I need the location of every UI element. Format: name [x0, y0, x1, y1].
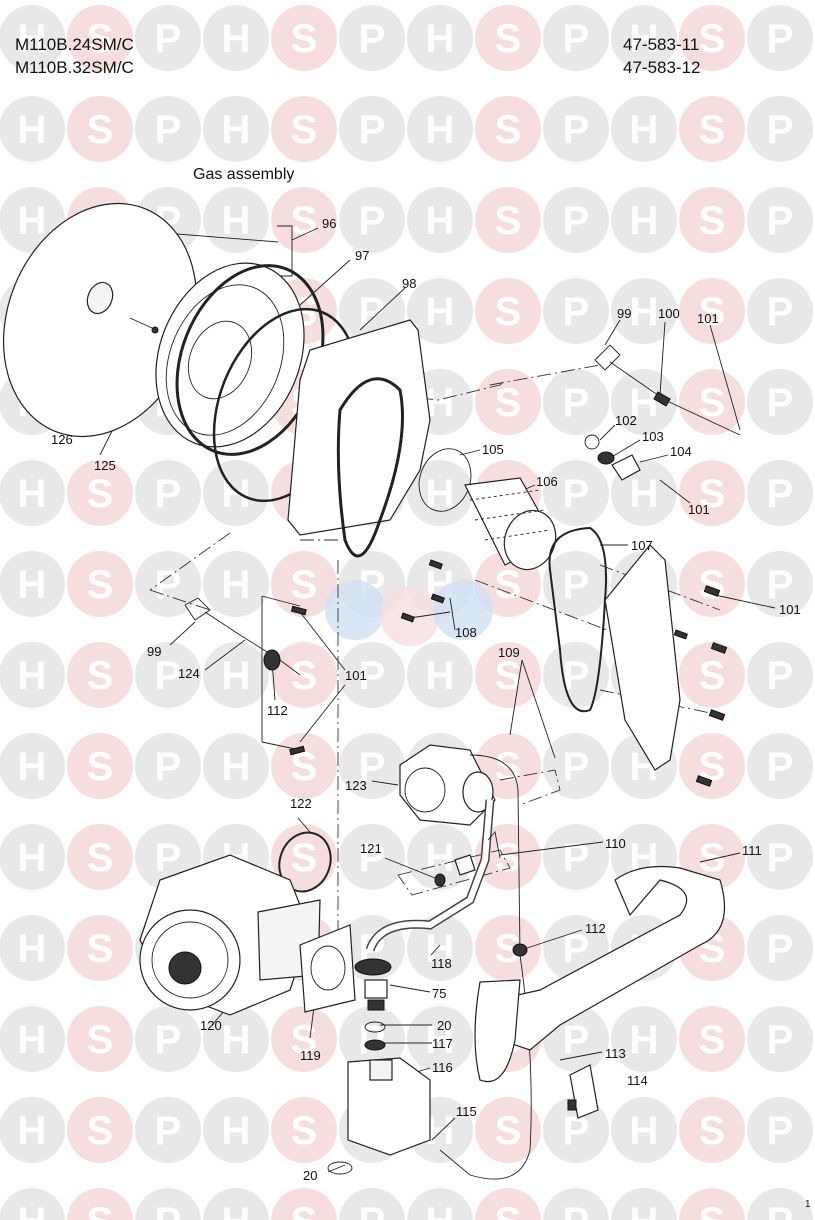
callout-label: 123 — [345, 778, 367, 793]
callout-label: 110 — [605, 836, 626, 851]
callout-label: 118 — [431, 956, 452, 971]
callout-label: 20 — [437, 1018, 451, 1033]
callout-label: 20 — [303, 1168, 317, 1183]
callout-label: 99 — [617, 306, 631, 321]
callout-label: 106 — [536, 474, 558, 489]
callout-label: 124 — [178, 666, 200, 681]
callout-label: 114 — [627, 1073, 648, 1088]
parts-artwork — [2, 202, 741, 1180]
callout-label: 101 — [345, 668, 367, 683]
callout-label: 111 — [742, 843, 762, 858]
callout-label: 100 — [658, 306, 680, 321]
callout-label: 121 — [360, 841, 382, 856]
callout-label: 107 — [631, 538, 653, 553]
diagram-title: Gas assembly — [193, 166, 294, 183]
callout-label: 103 — [642, 429, 664, 444]
callout-label: 116 — [432, 1060, 453, 1075]
part-callouts: 96 97 98 99 100 101 126 125 102 103 104 … — [51, 216, 801, 1183]
callout-label: 97 — [355, 248, 369, 263]
callout-label: 126 — [51, 432, 73, 447]
callout-label: 112 — [267, 703, 288, 718]
callout-label: 112 — [585, 921, 606, 936]
callout-label: 125 — [94, 458, 116, 473]
callout-label: 120 — [200, 1018, 222, 1033]
gas-valve — [347, 1057, 431, 1156]
callout-label: 117 — [432, 1036, 453, 1051]
part-reference-1: 47-583-11 — [623, 35, 700, 54]
callout-label: 101 — [688, 502, 710, 517]
callout-label: 101 — [697, 311, 719, 326]
model-number-1: M110B.24SM/C — [15, 35, 134, 54]
callout-label: 119 — [300, 1048, 321, 1063]
callout-label: 115 — [456, 1104, 477, 1119]
callout-label: 102 — [615, 413, 637, 428]
rear-cover-plate — [604, 544, 681, 771]
air-duct — [494, 865, 726, 1051]
callout-label: 101 — [779, 602, 801, 617]
callout-label: 99 — [147, 644, 161, 659]
callout-label: 75 — [432, 986, 446, 1001]
part-reference-2: 47-583-12 — [623, 58, 701, 77]
callout-label: 108 — [455, 625, 477, 640]
callout-label: 104 — [670, 444, 692, 459]
model-number-2: M110B.32SM/C — [15, 58, 134, 77]
callout-label: 98 — [402, 276, 416, 291]
callout-label: 122 — [290, 796, 312, 811]
page-marker: 1 — [805, 1199, 811, 1210]
chamber-plate — [287, 319, 431, 536]
callout-label: 113 — [605, 1046, 626, 1061]
callout-label: 109 — [498, 645, 520, 660]
callout-label: 105 — [482, 442, 504, 457]
callout-label: 96 — [322, 216, 336, 231]
